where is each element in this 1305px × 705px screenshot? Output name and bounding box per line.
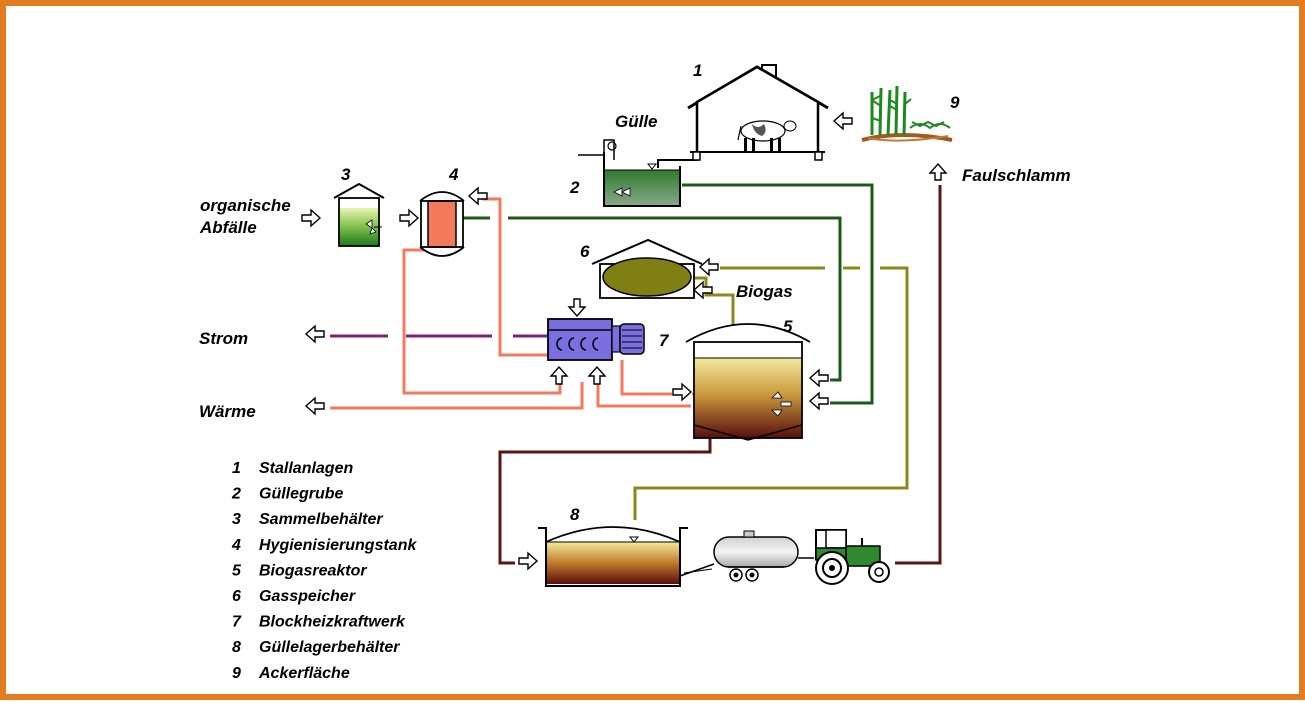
arrow-left-icon <box>304 396 325 416</box>
num-4: 4 <box>448 165 459 184</box>
label-organische: organische <box>200 196 291 215</box>
tractor-icon <box>815 529 890 585</box>
num-2: 2 <box>569 178 580 197</box>
arrow-right-icon <box>672 382 693 402</box>
field-plants-icon <box>861 85 953 142</box>
legend-number: 2 <box>231 486 241 503</box>
legend-number: 5 <box>232 562 242 579</box>
flow-arrows <box>301 111 948 571</box>
legend-label: Stallanlagen <box>259 460 353 477</box>
gas-storage <box>591 238 703 299</box>
legend-label: Biogasreaktor <box>259 562 367 579</box>
chp-unit <box>547 318 645 361</box>
num-8: 8 <box>570 505 580 524</box>
num-3: 3 <box>341 165 351 184</box>
arrow-left-icon <box>698 257 719 277</box>
arrow-left-icon <box>808 368 829 388</box>
legend-number: 9 <box>232 665 241 682</box>
legend-number: 1 <box>232 460 241 477</box>
legend-label: Gasspeicher <box>259 588 356 605</box>
legend-label: Güllegrube <box>259 486 344 503</box>
legend-number: 6 <box>232 588 241 605</box>
label-abfaelle: Abfälle <box>199 218 257 237</box>
legend: 1 Stallanlagen 2 Güllegrube 3 Sammelbehälter 4… <box>231 460 417 682</box>
arrow-right-icon <box>301 208 322 228</box>
label-guelle: Gülle <box>615 112 658 131</box>
arrow-left-icon <box>467 186 488 206</box>
label-faulschlamm: Faulschlamm <box>962 166 1071 185</box>
manure-pit <box>578 139 681 207</box>
legend-number: 7 <box>232 614 242 631</box>
arrow-down-icon <box>567 298 587 318</box>
num-7: 7 <box>659 331 670 350</box>
label-waerme: Wärme <box>199 402 256 421</box>
arrow-left-icon <box>304 324 325 344</box>
num-6: 6 <box>580 242 590 261</box>
label-biogas: Biogas <box>736 282 793 301</box>
legend-label: Hygienisierungstank <box>259 537 417 554</box>
arrow-left-icon <box>692 280 713 300</box>
arrow-left-icon <box>832 111 853 131</box>
legend-label: Sammelbehälter <box>259 511 383 528</box>
stall-building <box>657 64 829 168</box>
tanker-trailer-icon <box>679 530 814 582</box>
heat-pipes <box>330 197 734 414</box>
biogas-pipes <box>633 266 909 520</box>
num-1: 1 <box>693 61 702 80</box>
legend-label: Ackerfläche <box>258 665 350 682</box>
collection-tank <box>333 182 385 247</box>
arrow-up-icon <box>928 162 948 181</box>
arrow-right-icon <box>518 551 539 571</box>
cow-icon <box>737 120 797 151</box>
legend-label: Güllelagerbehälter <box>259 639 400 656</box>
arrow-up-icon <box>549 365 569 385</box>
legend-number: 8 <box>232 639 241 656</box>
green-pipes <box>463 183 874 405</box>
hygienization-tank <box>419 191 465 257</box>
legend-label: Blockheizkraftwerk <box>259 614 406 631</box>
num-5: 5 <box>783 317 793 336</box>
num-9: 9 <box>950 93 960 112</box>
legend-number: 4 <box>231 537 241 554</box>
sludge-pipes <box>498 185 942 565</box>
arrow-up-icon <box>587 365 607 385</box>
arrow-right-icon <box>399 208 420 228</box>
legend-number: 3 <box>232 511 241 528</box>
arrow-left-icon <box>808 391 829 411</box>
biogas-reactor <box>685 323 811 441</box>
label-strom: Strom <box>199 329 248 348</box>
manure-storage <box>538 526 688 587</box>
